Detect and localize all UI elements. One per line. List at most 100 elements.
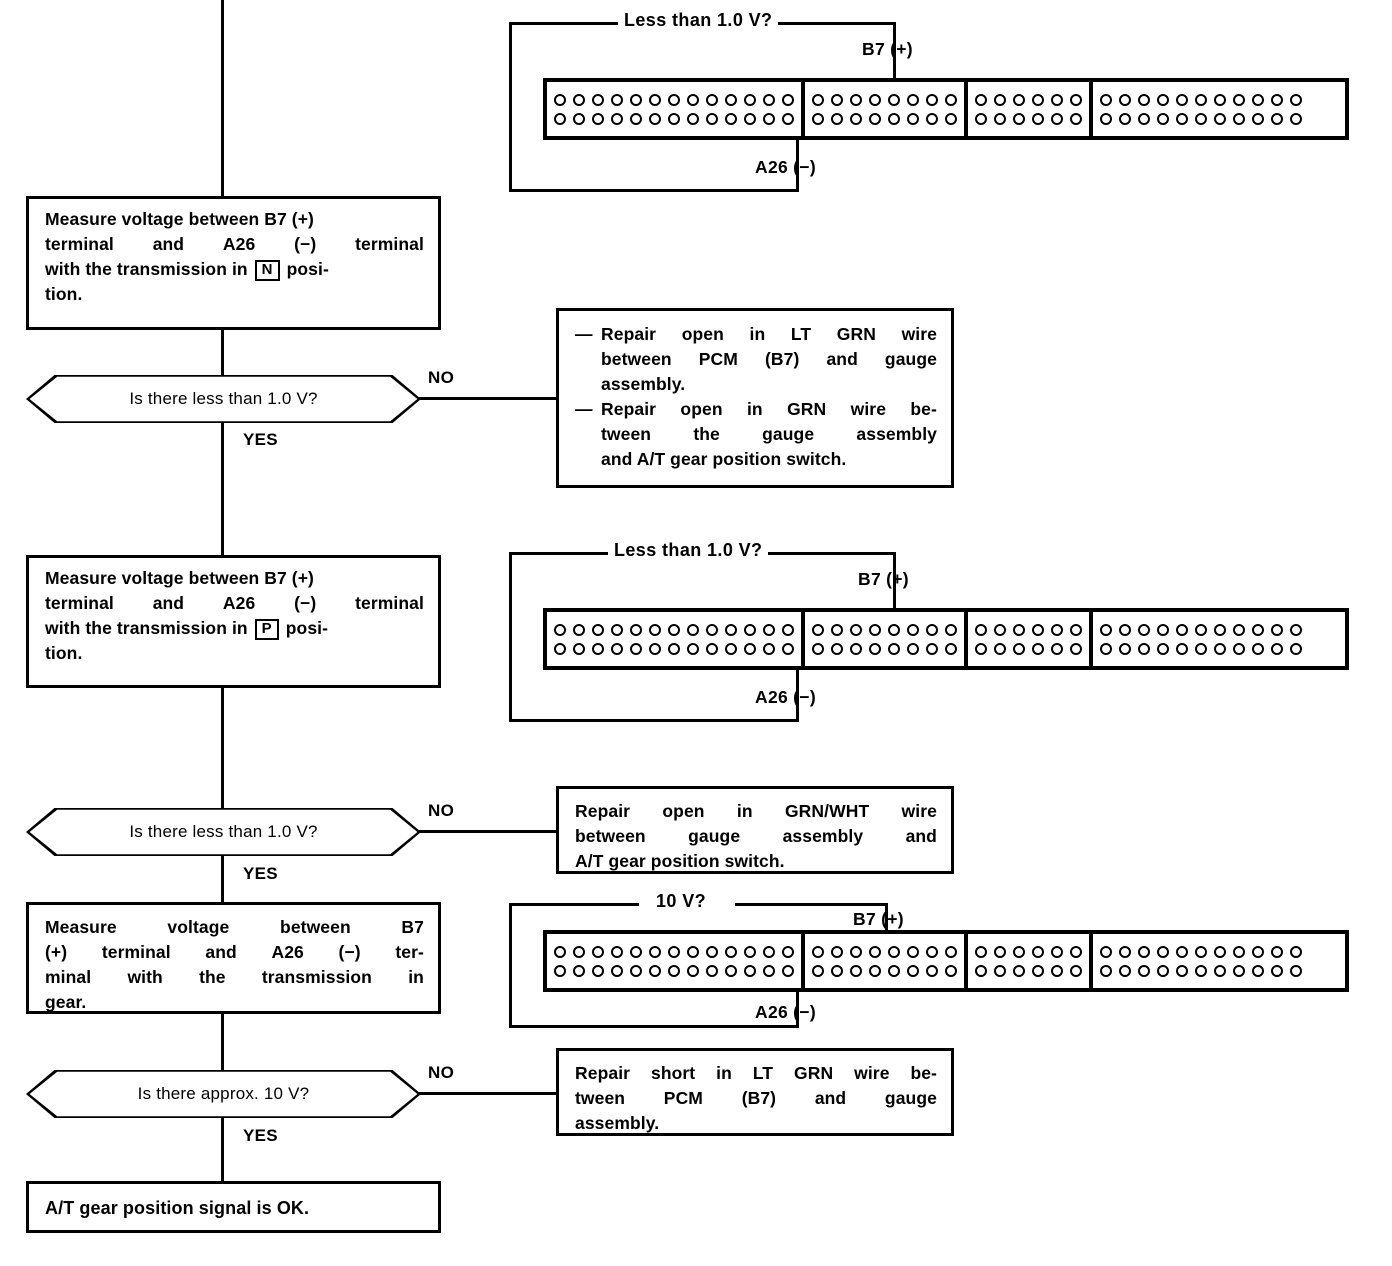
pin-row-top [554, 945, 794, 958]
pin [1214, 642, 1226, 655]
c3-bracket-top-left [509, 903, 639, 906]
pin [1070, 623, 1082, 636]
measure-n-line4: tion. [45, 284, 83, 304]
pin [611, 93, 623, 106]
decision-label: Is there less than 1.0 V? [129, 822, 318, 841]
pin [975, 623, 987, 636]
pin [687, 93, 699, 106]
pin-a26 [782, 112, 794, 125]
pin [573, 642, 585, 655]
pin [975, 964, 987, 977]
pin [592, 964, 604, 977]
pin [1157, 964, 1169, 977]
c3-positive-label: B7 (+) [853, 909, 904, 929]
terminal-box-result-ok: A/T gear position signal is OK. [26, 1181, 441, 1233]
pin [1290, 964, 1302, 977]
c1-bracket-label: Less than 1.0 V? [618, 10, 779, 31]
pin [1013, 964, 1025, 977]
c1-a26-pointer [796, 128, 799, 189]
pin [630, 93, 642, 106]
pin [649, 623, 661, 636]
pin-row-top [554, 623, 794, 636]
pin [592, 112, 604, 125]
pin [850, 945, 862, 958]
repair-1-bullet-2: — Repair open in GRN wire be- tween the … [575, 397, 937, 472]
pin-b7 [869, 945, 881, 958]
connector-3 [543, 930, 1349, 992]
pin [725, 964, 737, 977]
pin [1290, 945, 1302, 958]
pin [926, 623, 938, 636]
branch-no-1: NO [428, 368, 455, 387]
pin-row-bottom [554, 964, 794, 977]
pin [1271, 642, 1283, 655]
branch-no-2: NO [428, 801, 455, 820]
pin-row-top [812, 623, 957, 636]
connector-2 [543, 608, 1349, 670]
bullet-dash: — [575, 399, 593, 419]
pin [1013, 642, 1025, 655]
pin [1176, 642, 1188, 655]
pin [1176, 964, 1188, 977]
pin [907, 112, 919, 125]
pin [725, 112, 737, 125]
flow-line-6 [221, 1118, 224, 1181]
flow-line-1 [221, 330, 224, 375]
pin [1157, 642, 1169, 655]
pin [1070, 112, 1082, 125]
pin-a26 [782, 642, 794, 655]
pin-row-bottom [812, 964, 957, 977]
pin [763, 623, 775, 636]
pin [869, 642, 881, 655]
pin [945, 93, 957, 106]
pin-row-top [975, 945, 1082, 958]
pin [926, 964, 938, 977]
c1-positive-label: B7 (+) [862, 39, 913, 59]
pin [668, 112, 680, 125]
pin [1195, 93, 1207, 106]
pin [1032, 642, 1044, 655]
pin [725, 623, 737, 636]
pin-b7 [869, 623, 881, 636]
pin [725, 945, 737, 958]
pin [850, 112, 862, 125]
pin [1138, 945, 1150, 958]
pin [850, 964, 862, 977]
pin [1070, 93, 1082, 106]
pin [744, 623, 756, 636]
measure-p-line1: Measure voltage between B7 (+) [45, 568, 314, 588]
pin [1195, 623, 1207, 636]
measure-gear-line1: Measure voltage between B7 [45, 917, 424, 937]
gear-symbol-p: P [254, 619, 279, 640]
pin-row-top [812, 945, 957, 958]
c3-bracket-top-right [735, 903, 887, 906]
pin [630, 642, 642, 655]
pin [1290, 642, 1302, 655]
pin [1119, 945, 1131, 958]
pin [1195, 964, 1207, 977]
flow-line-3 [221, 688, 224, 808]
pin [687, 945, 699, 958]
pin [1070, 642, 1082, 655]
pin-row-top [975, 623, 1082, 636]
pin [1051, 93, 1063, 106]
pin [994, 623, 1006, 636]
pin [782, 93, 794, 106]
pin [812, 112, 824, 125]
connector-1 [543, 78, 1349, 140]
pin-b7 [869, 93, 881, 106]
pin [1214, 964, 1226, 977]
pin [725, 642, 737, 655]
pin [869, 112, 881, 125]
pin-row-bottom [554, 112, 794, 125]
flow-line-top [221, 0, 224, 197]
pin [763, 964, 775, 977]
pin [1051, 623, 1063, 636]
pin [573, 93, 585, 106]
pin [1051, 112, 1063, 125]
pin [831, 945, 843, 958]
pin [1157, 112, 1169, 125]
pin [907, 93, 919, 106]
pin [744, 93, 756, 106]
pin [994, 642, 1006, 655]
